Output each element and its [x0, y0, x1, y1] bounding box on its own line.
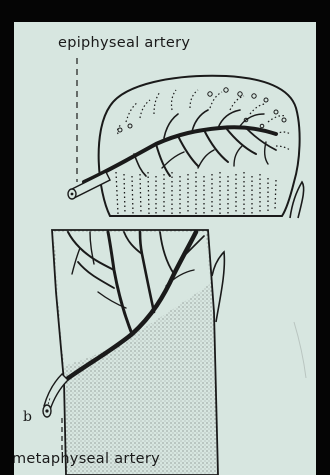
- epiphysis-loops: [118, 88, 286, 132]
- epiphyseal-artery-label: epiphyseal artery: [58, 35, 190, 51]
- diagram-panel: epiphyseal artery b metaphyseal artery: [14, 22, 316, 475]
- panel-letter-label: b: [23, 409, 32, 425]
- metaphyseal-artery-label: metaphyseal artery: [14, 451, 160, 467]
- bone-vascular-diagram: [14, 22, 316, 475]
- faint-edge-line: [294, 322, 306, 378]
- growth-plate-columns: [116, 172, 276, 214]
